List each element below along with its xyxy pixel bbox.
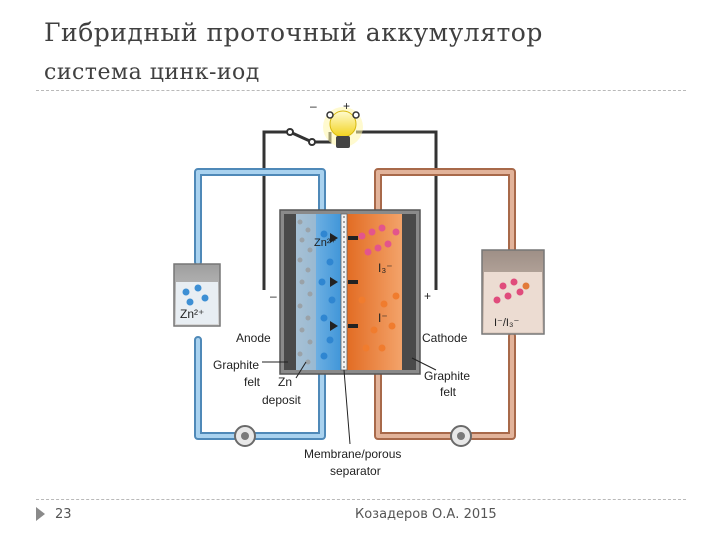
catholyte-tank [481, 249, 545, 335]
terminal-minus-label: – [310, 99, 317, 113]
graphite-felt-right-label-line1: Graphite [424, 369, 470, 383]
slide-title: Гибридный проточный аккумулятор [44, 18, 543, 47]
triiodide-ions [358, 224, 400, 256]
graphite-felt-left [296, 214, 316, 370]
cathode-plus-label: + [424, 289, 431, 303]
footer-author: Козадеров О.А. 2015 [355, 507, 497, 522]
slide-subtitle: система цинк-иод [44, 60, 260, 85]
zn-deposit-label-line2: deposit [262, 393, 301, 407]
membrane-label-line2: separator [330, 464, 381, 478]
terminal-plus-label: + [343, 99, 350, 113]
ion-transfer-arrows [330, 233, 358, 331]
anolyte-pump-icon [234, 425, 256, 447]
cell-zn-ion-label: Zn²⁺ [314, 237, 337, 249]
catholyte-pump-icon [450, 425, 472, 447]
light-bulb-icon [323, 107, 363, 148]
external-circuit-wire [262, 128, 438, 290]
graphite-felt-left-label-line2: felt [244, 375, 261, 389]
anolyte-tank [173, 263, 221, 327]
footer-divider [36, 499, 686, 500]
switch-icon [289, 130, 313, 144]
zn-ions [318, 230, 336, 360]
cell-triiodide-label: I₃⁻ [378, 261, 393, 275]
left-tank-zn-label: Zn²⁺ [180, 307, 204, 321]
anode-label: Anode [236, 331, 271, 345]
membrane-label-line1: Membrane/porous [304, 447, 401, 461]
iodide-ions [358, 292, 400, 352]
anode-minus-label: – [270, 289, 277, 303]
page-number: 23 [55, 507, 72, 522]
anolyte-pipe [194, 168, 326, 440]
catholyte-pipe [374, 168, 516, 440]
graphite-felt-right-label-line2: felt [440, 385, 457, 399]
zn-deposit-label-line1: Zn [278, 375, 292, 389]
page-marker-icon [36, 507, 45, 521]
membrane-separator [340, 213, 348, 371]
cell-iodide-label: I⁻ [378, 311, 388, 325]
cathode-label: Cathode [422, 331, 468, 345]
right-tank-iodide-label: I⁻/I₃⁻ [494, 317, 519, 329]
header-divider [36, 90, 686, 91]
graphite-felt-left-label-line1: Graphite [213, 358, 259, 372]
leader-lines [262, 357, 437, 445]
